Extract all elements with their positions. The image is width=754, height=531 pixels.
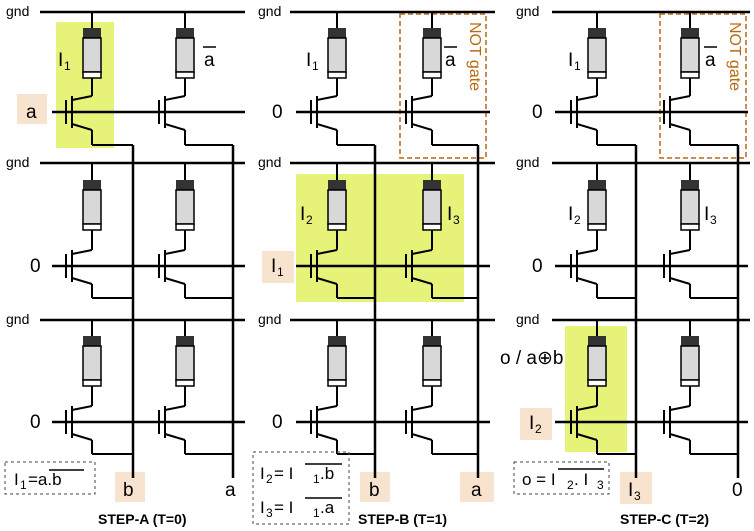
tag-a-input xyxy=(17,94,47,124)
memristor-cell xyxy=(158,12,233,146)
not-gate-box xyxy=(659,13,747,159)
memristor-cell xyxy=(663,12,738,146)
bitline-i: I xyxy=(628,480,633,501)
equation-box xyxy=(4,461,96,495)
panel-step-b: NOT gate gnd gnd gnd xyxy=(252,3,495,527)
label-i-sub: 1 xyxy=(574,59,581,73)
bitline-b-label: b xyxy=(123,480,134,501)
label-a-bar: a xyxy=(705,50,716,71)
input-zero: 0 xyxy=(272,412,283,433)
memristor-cell xyxy=(405,320,478,455)
memristor-cell xyxy=(405,12,478,146)
label-i-sub: 2 xyxy=(574,213,581,227)
bitline-zero-label: 0 xyxy=(732,480,743,501)
memristor-cell xyxy=(570,12,636,146)
eq-rhs: = I xyxy=(274,498,293,517)
label-i: I xyxy=(704,204,709,225)
bitline-i-sub: 3 xyxy=(634,489,641,503)
step-label: STEP-B (T=1) xyxy=(358,511,447,527)
step-label: STEP-C (T=2) xyxy=(620,511,709,527)
eq-tail: .b xyxy=(320,464,334,483)
input-i: I xyxy=(271,256,276,277)
memristor-cell xyxy=(310,163,375,299)
label-i-sub: 1 xyxy=(312,59,319,73)
gnd-label: gnd xyxy=(516,154,539,170)
tag-b-bottom xyxy=(115,472,145,502)
memristor-cell xyxy=(310,12,375,146)
eq-lhs: I xyxy=(260,498,265,517)
tag-i1-input xyxy=(262,251,294,283)
input-zero: 0 xyxy=(30,412,41,433)
gnd-label: gnd xyxy=(258,154,281,170)
eq-sub: 2 xyxy=(567,478,574,492)
tag-i2-input xyxy=(520,408,552,440)
input-i-sub: 2 xyxy=(535,422,542,436)
label-a-bar: a xyxy=(204,50,215,71)
eq-lhs-sub: 2 xyxy=(266,472,273,486)
eq-lhs-sub: 3 xyxy=(266,506,273,520)
gnd-label: gnd xyxy=(516,3,539,19)
memristor-cell xyxy=(663,320,738,455)
input-zero: 0 xyxy=(272,102,283,123)
eq-lhs: I xyxy=(14,470,19,489)
memristor-cell xyxy=(158,163,233,299)
eq-lhs: I xyxy=(260,464,265,483)
eq-lhs: o = I xyxy=(522,470,556,489)
memristor-cell xyxy=(310,320,375,455)
equation-box xyxy=(252,451,350,525)
memristor-cell xyxy=(65,320,133,455)
output-label: o / a⊕b xyxy=(500,348,563,369)
eq-rhs-sub: 1 xyxy=(313,506,320,520)
bitline-a-label: a xyxy=(225,480,236,501)
input-a: a xyxy=(26,102,37,123)
label-i-sub: 3 xyxy=(453,213,460,227)
eq-rhs: = I xyxy=(274,464,293,483)
label-i: I xyxy=(300,204,305,225)
label-i: I xyxy=(58,50,63,71)
eq-sub: 3 xyxy=(597,478,604,492)
memristor-cell xyxy=(65,163,133,299)
label-i: I xyxy=(568,204,573,225)
bitline-b-label: b xyxy=(369,480,380,501)
eq-lhs-sub: 1 xyxy=(20,478,27,492)
eq-rhs: =a.b xyxy=(28,470,62,489)
panel-step-a: gnd gnd gnd xyxy=(4,3,245,527)
input-zero: 0 xyxy=(30,256,41,277)
not-gate-label: NOT gate xyxy=(466,22,483,91)
input-i-sub: 1 xyxy=(277,265,284,279)
label-i-sub: 1 xyxy=(64,59,71,73)
memristor-cell xyxy=(405,163,478,299)
input-zero: 0 xyxy=(532,256,543,277)
memristor-cell xyxy=(65,12,133,146)
panel-step-c: NOT gate gnd gnd gnd xyxy=(500,3,750,527)
gnd-label: gnd xyxy=(6,154,29,170)
equation-box xyxy=(513,461,610,495)
gnd-label: gnd xyxy=(6,3,29,19)
gnd-label: gnd xyxy=(516,311,539,327)
eq-tail: .a xyxy=(320,498,335,517)
gnd-label: gnd xyxy=(258,3,281,19)
label-i: I xyxy=(447,204,452,225)
gnd-label: gnd xyxy=(6,311,29,327)
label-i-sub: 3 xyxy=(710,213,717,227)
not-gate-box xyxy=(399,13,487,159)
label-i: I xyxy=(306,50,311,71)
memristor-cell xyxy=(663,163,738,299)
label-a-bar: a xyxy=(445,50,456,71)
label-i-sub: 2 xyxy=(306,213,313,227)
not-gate-label: NOT gate xyxy=(726,22,743,91)
input-i: I xyxy=(529,413,534,434)
label-i: I xyxy=(568,50,573,71)
input-zero: 0 xyxy=(532,102,543,123)
memristor-cell xyxy=(570,320,636,455)
memristor-cell xyxy=(570,163,636,299)
gnd-label: gnd xyxy=(258,311,281,327)
eq-tail: . I xyxy=(574,470,588,489)
eq-rhs-sub: 1 xyxy=(313,472,320,486)
memristor-cell xyxy=(158,320,233,455)
step-label: STEP-A (T=0) xyxy=(98,511,187,527)
bitline-a-label: a xyxy=(471,480,482,501)
